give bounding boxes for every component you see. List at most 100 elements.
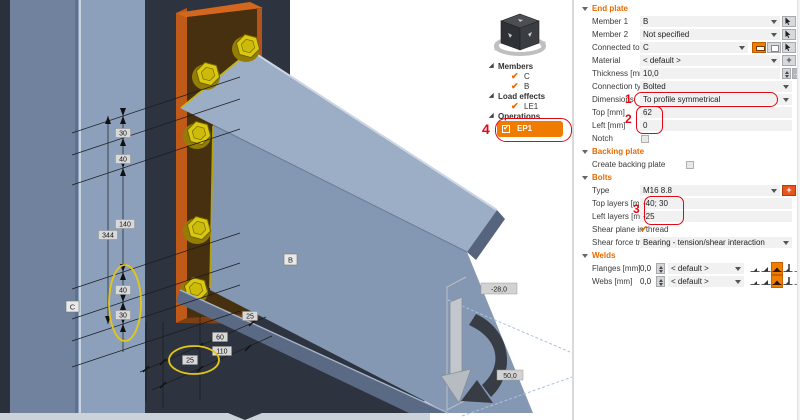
pick-member-button[interactable] bbox=[782, 29, 796, 40]
shear-plane-checkbox-checked[interactable]: ✔ bbox=[640, 224, 648, 234]
weld-size-stepper[interactable] bbox=[656, 263, 665, 274]
collapse-icon[interactable]: ◢ bbox=[489, 93, 494, 99]
section-header-bolts[interactable]: Bolts bbox=[576, 171, 800, 184]
add-bolt-assembly-button[interactable]: + bbox=[782, 185, 796, 196]
field-label: Create backing plate bbox=[592, 160, 666, 169]
check-icon[interactable]: ✔ bbox=[511, 71, 519, 81]
tree-item-label: LE1 bbox=[524, 102, 539, 111]
check-icon[interactable]: ✔ bbox=[511, 81, 519, 91]
tree-group-label: Operations bbox=[498, 112, 541, 121]
left-layers-input[interactable]: -25 bbox=[640, 211, 792, 222]
weld-size-value: 0,0 bbox=[640, 264, 652, 273]
top-mm-input[interactable]: 62 bbox=[640, 107, 792, 118]
row-left-mm: Left [mm] 0 bbox=[576, 119, 800, 132]
panel-divider[interactable] bbox=[572, 0, 574, 420]
weld-type-icon-double-fillet-selected[interactable] bbox=[771, 262, 783, 275]
field-label: Thickness [mm] bbox=[592, 69, 649, 78]
row-top-layers: Top layers [mm] -40; 30 bbox=[576, 197, 800, 210]
left-mm-input[interactable]: 0 bbox=[640, 120, 792, 131]
dimension-labels: 30 40 140 344 40 30 25 60 110 25 C B bbox=[65, 128, 298, 365]
connected-to-dropdown[interactable]: C bbox=[640, 42, 748, 53]
row-connected-to: Connected to C bbox=[576, 41, 800, 54]
thickness-stepper[interactable] bbox=[782, 68, 791, 79]
row-dimensions: Dimensions To profile symmetrical bbox=[576, 93, 800, 106]
tree-group-label: Load effects bbox=[498, 92, 546, 101]
section-collapse-icon[interactable] bbox=[582, 176, 588, 180]
dim-label: 30 bbox=[119, 313, 127, 320]
plate-mode-button-selected[interactable] bbox=[752, 42, 766, 53]
collapse-icon[interactable]: ◢ bbox=[489, 63, 494, 69]
section-header-welds[interactable]: Welds bbox=[576, 249, 800, 262]
weld-type-icon-fillet-large[interactable] bbox=[761, 263, 771, 274]
panel-scrollbar[interactable] bbox=[797, 0, 800, 420]
check-icon[interactable]: ✔ bbox=[511, 101, 519, 111]
tree-group-label: Members bbox=[498, 62, 534, 71]
dim-label: 40 bbox=[119, 157, 127, 164]
dimension-lines bbox=[71, 76, 273, 408]
collapse-icon[interactable]: ◢ bbox=[489, 113, 494, 119]
row-bolt-type: Type M16 8.8 + bbox=[576, 184, 800, 197]
member-1-dropdown[interactable]: B bbox=[640, 16, 780, 27]
3d-viewport[interactable]: 30 40 140 344 40 30 25 60 110 25 C B bbox=[0, 0, 572, 420]
section-collapse-icon[interactable] bbox=[582, 150, 588, 154]
section-header-backing-plate[interactable]: Backing plate bbox=[576, 145, 800, 158]
member-2-dropdown[interactable]: Not specified bbox=[640, 29, 780, 40]
outline-mode-button[interactable] bbox=[767, 42, 781, 53]
field-label: Top [mm] bbox=[592, 108, 625, 117]
pick-member-button[interactable] bbox=[782, 42, 796, 53]
column-label: C bbox=[70, 303, 76, 312]
field-label: Flanges [mm] bbox=[592, 264, 641, 273]
field-label: Dimensions bbox=[592, 95, 634, 104]
dimensions-dropdown[interactable]: To profile symmetrical bbox=[640, 94, 792, 105]
field-label: Material bbox=[592, 56, 621, 65]
tree-item-ep1-selected[interactable]: ✔ EP1 bbox=[497, 121, 563, 137]
section-title: Backing plate bbox=[592, 147, 645, 156]
weld-material-dropdown[interactable]: < default > bbox=[668, 276, 744, 287]
yellow-highlight-ellipse bbox=[108, 264, 142, 342]
dim-label: 60 bbox=[216, 335, 224, 342]
weld-type-icon-fillet-plate[interactable] bbox=[783, 263, 793, 274]
bolt[interactable] bbox=[183, 215, 212, 244]
load-value-label: 50,0 bbox=[503, 373, 517, 380]
add-material-button[interactable]: + bbox=[782, 55, 796, 66]
load-effect-arrows: -28,0 50,0 bbox=[440, 276, 572, 417]
weld-type-icon-fillet[interactable] bbox=[750, 263, 760, 274]
section-header-end-plate[interactable]: End plate bbox=[576, 2, 800, 15]
load-value-label: -28,0 bbox=[491, 287, 507, 294]
row-member-1: Member 1 B bbox=[576, 15, 800, 28]
weld-material-dropdown[interactable]: < default > bbox=[668, 263, 744, 274]
row-shear-force-transfer: Shear force transfer Bearing - tension/s… bbox=[576, 236, 800, 249]
weld-type-icon-fillet[interactable] bbox=[750, 276, 760, 287]
section-collapse-icon[interactable] bbox=[582, 254, 588, 258]
dim-label: 110 bbox=[216, 349, 227, 356]
field-label: Connection type bbox=[592, 82, 650, 91]
material-dropdown[interactable]: < default > bbox=[640, 55, 780, 66]
field-label: Webs [mm] bbox=[592, 277, 633, 286]
pick-member-button[interactable] bbox=[782, 16, 796, 27]
weld-type-icon-fillet-plate[interactable] bbox=[783, 276, 793, 287]
dim-label: 30 bbox=[119, 131, 127, 138]
thickness-input[interactable]: 10,0 bbox=[640, 68, 780, 79]
create-backing-plate-checkbox[interactable] bbox=[686, 161, 694, 169]
top-layers-input[interactable]: -40; 30 bbox=[640, 198, 792, 209]
notch-checkbox[interactable] bbox=[641, 135, 649, 143]
bolt[interactable] bbox=[192, 61, 221, 90]
bolt[interactable] bbox=[232, 33, 261, 62]
dim-label: 25 bbox=[186, 358, 194, 365]
bolt[interactable] bbox=[183, 120, 212, 149]
bolt-type-dropdown[interactable]: M16 8.8 bbox=[640, 185, 780, 196]
connection-type-dropdown[interactable]: Bolted bbox=[640, 81, 792, 92]
navigation-cube[interactable] bbox=[492, 6, 556, 56]
section-collapse-icon[interactable] bbox=[582, 7, 588, 11]
field-label: Connected to bbox=[592, 43, 640, 52]
check-icon[interactable]: ✔ bbox=[502, 125, 510, 133]
weld-type-icon-double-fillet-selected[interactable] bbox=[771, 275, 783, 288]
weld-type-icon-fillet-large[interactable] bbox=[761, 276, 771, 287]
beam-label: B bbox=[288, 256, 293, 265]
cursor-icon bbox=[785, 43, 791, 52]
cursor-icon bbox=[785, 17, 791, 26]
weld-size-stepper[interactable] bbox=[656, 276, 665, 287]
shear-force-transfer-dropdown[interactable]: Bearing - tension/shear interaction bbox=[640, 237, 792, 248]
field-label: Left layers [mm] bbox=[592, 212, 649, 221]
row-top-mm: Top [mm] 62 bbox=[576, 106, 800, 119]
